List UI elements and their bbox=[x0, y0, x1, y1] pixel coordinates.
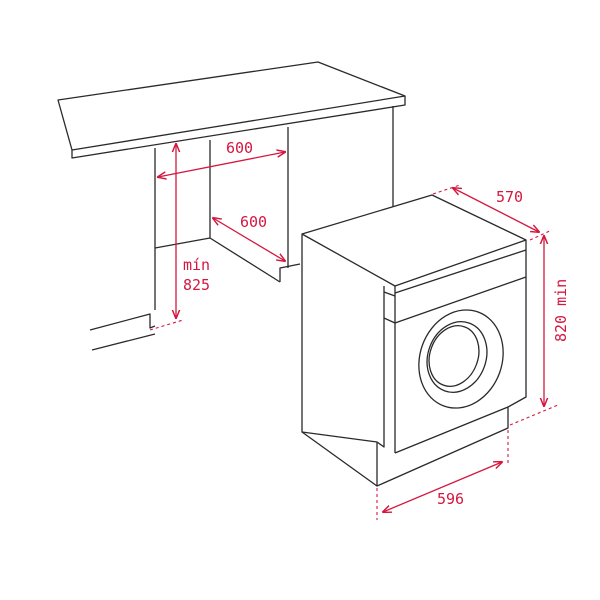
dimension-machine-depth: 570 bbox=[432, 184, 553, 241]
dimension-machine-height: 820 min bbox=[509, 236, 570, 426]
cabinet-niche bbox=[89, 106, 394, 351]
label-niche-width: 600 bbox=[226, 139, 253, 157]
door-outer bbox=[418, 309, 504, 409]
dimension-niche-depth: 600 bbox=[213, 213, 285, 261]
washing-machine bbox=[301, 194, 527, 487]
label-niche-depth: 600 bbox=[240, 213, 267, 231]
dimension-machine-width: 596 bbox=[376, 430, 509, 520]
countertop bbox=[57, 61, 406, 159]
label-niche-height-min: mín bbox=[183, 256, 210, 274]
label-machine-depth: 570 bbox=[496, 188, 523, 206]
label-machine-height: 820 min bbox=[552, 279, 570, 342]
dimension-niche-width: 600 bbox=[158, 139, 285, 177]
dimension-niche-height: mín 825 bbox=[149, 144, 210, 331]
label-niche-height-value: 825 bbox=[183, 276, 210, 294]
label-machine-width: 596 bbox=[437, 490, 464, 508]
door-glass bbox=[426, 321, 488, 393]
